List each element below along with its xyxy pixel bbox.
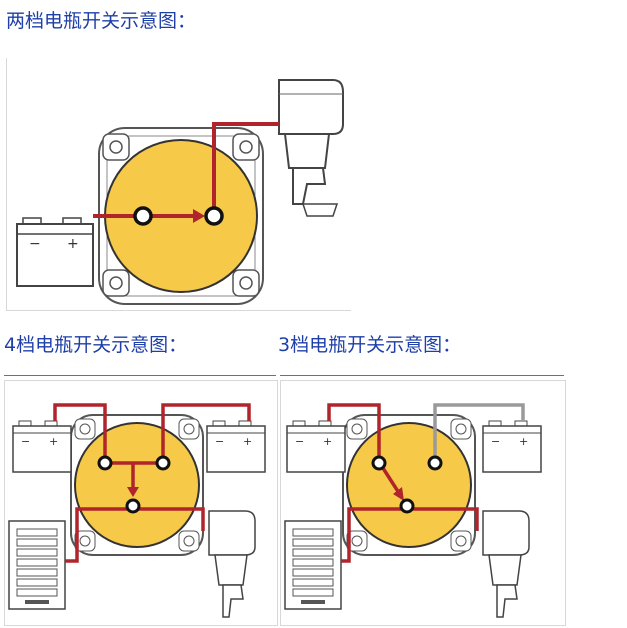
outboard-motor-icon	[208, 510, 256, 618]
terminal-output	[125, 498, 141, 514]
battery-switch	[70, 414, 204, 556]
mounting-ear	[450, 418, 472, 440]
heading-three-position: 3档电瓶开关示意图：	[278, 334, 462, 356]
diagram-three-position: − + − +	[280, 380, 566, 626]
outboard-motor-icon	[278, 79, 344, 217]
divider-left	[4, 375, 276, 376]
heading-two-position: 两档电瓶开关示意图：	[6, 10, 197, 32]
battery-icon: − +	[286, 420, 346, 473]
battery-icon: − +	[482, 420, 542, 473]
cable-right-battery	[161, 403, 251, 463]
mounting-ear	[346, 530, 368, 552]
battery-switch	[342, 414, 476, 556]
switch-face	[346, 422, 472, 548]
mounting-ear	[232, 269, 260, 297]
battery-icon: − +	[206, 420, 266, 473]
mounting-ear	[346, 418, 368, 440]
terminal-battery-1	[97, 455, 113, 471]
mounting-ear	[178, 418, 200, 440]
switch-face	[74, 422, 200, 548]
diagram-four-position: − + − +	[4, 380, 278, 626]
mounting-ear	[450, 530, 472, 552]
mounting-ear	[74, 418, 96, 440]
fuse-panel-icon	[8, 520, 66, 610]
selector-arrow	[127, 463, 139, 497]
fuse-panel-icon	[284, 520, 342, 610]
diagram-two-position: − +	[6, 58, 351, 311]
selector-arrow	[379, 464, 404, 501]
battery-positive-label: +	[243, 435, 252, 448]
cable-left-battery	[53, 403, 107, 463]
terminal-output	[204, 206, 224, 226]
divider-right	[280, 375, 564, 376]
mounting-ear	[74, 530, 96, 552]
cable-switch-to-motor	[212, 122, 279, 216]
terminal-output	[399, 498, 415, 514]
terminal-battery-2	[427, 455, 443, 471]
terminal-1	[133, 206, 153, 226]
battery-negative-label: −	[491, 435, 500, 448]
battery-positive-label: +	[67, 236, 79, 252]
battery-negative-label: −	[215, 435, 224, 448]
battery-positive-label: +	[519, 435, 528, 448]
battery-positive-label: +	[323, 435, 332, 448]
battery-icon: − +	[12, 420, 72, 473]
mounting-ear	[178, 530, 200, 552]
mounting-ear	[232, 133, 260, 161]
cable-right-battery	[433, 403, 525, 463]
mounting-ear	[102, 269, 130, 297]
outboard-motor-icon	[482, 510, 530, 618]
heading-four-position: 4档电瓶开关示意图：	[4, 334, 188, 356]
battery-icon: − +	[16, 217, 94, 287]
cable-to-loads	[341, 507, 479, 563]
battery-negative-label: −	[295, 435, 304, 448]
selector-arrow	[149, 209, 205, 223]
battery-negative-label: −	[21, 435, 30, 448]
cable-to-loads	[65, 507, 205, 563]
mounting-ear	[102, 133, 130, 161]
terminal-battery-2	[155, 455, 171, 471]
cable-left-battery	[327, 403, 381, 463]
battery-negative-label: −	[29, 236, 41, 252]
battery-positive-label: +	[49, 435, 58, 448]
terminal-battery-1	[371, 455, 387, 471]
